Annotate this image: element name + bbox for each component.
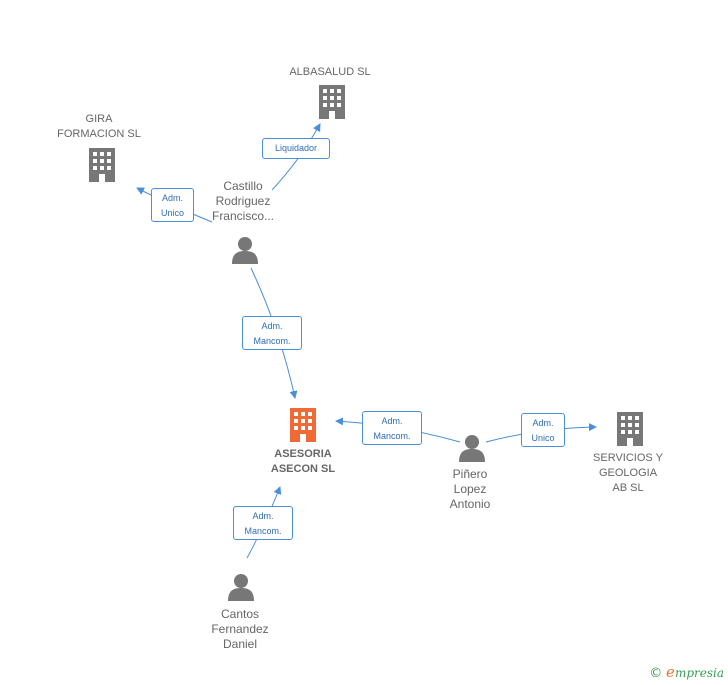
building-icon [319, 85, 345, 119]
relation-label-adm-mancom-castillo: Adm. Mancom. [242, 316, 302, 350]
person-label-castillo[interactable]: Castillo Rodriguez Francisco... [211, 179, 274, 223]
company-label-albasalud[interactable]: ALBASALUD SL [289, 66, 371, 78]
brand-name: mpresia [674, 666, 724, 680]
brand-watermark: © empresia [649, 663, 724, 681]
relation-label-adm-unico-servicios: Adm. Unico [521, 413, 565, 447]
company-label-servicios[interactable]: SERVICIOS Y GEOLOGIA AB SL [593, 452, 663, 494]
building-icon [89, 148, 115, 182]
building-icon [617, 412, 643, 446]
relation-label-liquidador: Liquidador [262, 138, 330, 159]
person-icon [459, 435, 485, 462]
company-label-asesoria[interactable]: ASESORIA ASECON SL [270, 448, 336, 475]
relation-label-adm-mancom-pinero: Adm. Mancom. [362, 411, 422, 445]
person-label-pinero[interactable]: Piñero Lopez Antonio [449, 467, 491, 511]
building-icon [290, 408, 316, 442]
company-label-gira[interactable]: GIRA FORMACION SL [57, 113, 141, 140]
person-label-cantos[interactable]: Cantos Fernandez Daniel [211, 607, 269, 651]
brand-logo-e: e [666, 663, 675, 681]
person-icon [232, 237, 258, 264]
relation-label-adm-mancom-cantos: Adm. Mancom. [233, 506, 293, 540]
person-icon [228, 574, 254, 601]
copyright-icon: © [649, 666, 663, 681]
relation-label-adm-unico-gira: Adm. Unico [151, 188, 194, 222]
